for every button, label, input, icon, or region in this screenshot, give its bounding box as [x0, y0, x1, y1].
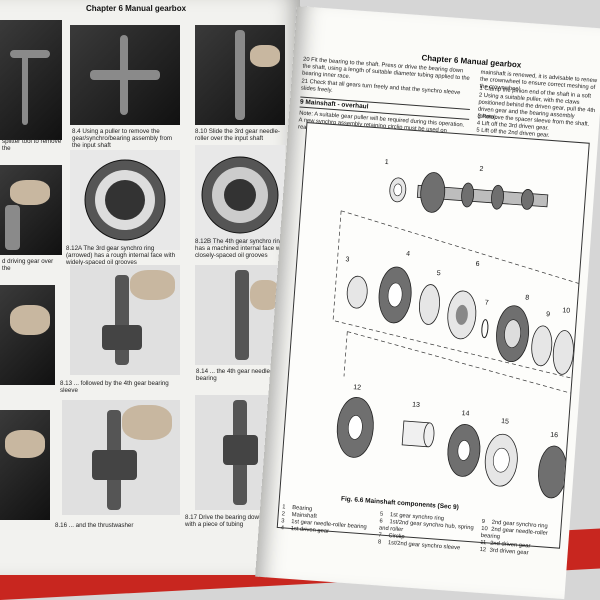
caption-8-12b: 8.12B The 4th gear synchro ring has a ma…	[195, 238, 287, 259]
part-gear-14	[447, 424, 481, 477]
part-mainshaft-2	[416, 172, 549, 213]
part-synchro-ring-5	[419, 284, 440, 325]
callout-10: 10	[562, 307, 570, 315]
part-gear-16	[538, 445, 568, 499]
left-page: Chapter 6 Manual gearbox splitter tool t…	[0, 0, 300, 575]
photo-8-14	[195, 265, 285, 365]
part-needle-bearing-3	[346, 275, 368, 309]
callout-4: 4	[406, 251, 411, 258]
caption-8-14: 8.14 ... the 4th gear needle-roller bear…	[196, 368, 286, 382]
callout-3: 3	[345, 256, 350, 263]
part-circlip-7	[481, 319, 489, 339]
figure-frame: 1 2 3 4 5 6 7 8 9 10 12 13 14 15 16	[276, 122, 590, 549]
left-page-header: Chapter 6 Manual gearbox	[86, 4, 187, 13]
photo-left-edge-4	[0, 410, 50, 520]
callout-12: 12	[353, 384, 361, 392]
callout-6: 6	[475, 261, 480, 268]
caption-8-4: 8.4 Using a puller to remove the gear/sy…	[72, 128, 173, 149]
callout-8: 8	[525, 295, 530, 302]
part-bearing-1	[389, 177, 407, 203]
callout-14: 14	[461, 410, 469, 418]
photo-splitter	[0, 20, 62, 140]
photo-driving-gear	[0, 165, 62, 255]
photo-8-13	[70, 265, 180, 375]
photo-8-4	[70, 25, 180, 125]
part-spacer-13	[401, 420, 435, 448]
part-synchro-hub-6	[447, 290, 477, 340]
caption-splitter: splitter tool to remove the	[2, 138, 62, 152]
callout-2: 2	[479, 166, 484, 173]
photo-left-edge-3	[0, 285, 55, 385]
caption-8-16: 8.16 ... and the thrustwasher	[55, 522, 134, 529]
photo-8-10	[195, 25, 285, 125]
right-page: Chapter 6 Manual gearbox 20 Fit the bear…	[255, 6, 600, 600]
photo-8-16	[62, 400, 180, 515]
photo-8-12a	[70, 150, 180, 250]
caption-8-13: 8.13 ... followed by the 4th gear bearin…	[60, 380, 169, 394]
caption-8-10: 8.10 Slide the 3rd gear needle-roller ov…	[195, 128, 280, 142]
callout-15: 15	[501, 418, 509, 426]
photo-8-12b	[195, 145, 285, 245]
part-needle-bearing-10	[552, 330, 574, 375]
part-3rd-driven-gear-12	[336, 397, 374, 458]
caption-driving-gear: d driving gear over the	[2, 258, 54, 272]
part-bearing-15	[484, 433, 518, 487]
part-synchro-sleeve-8	[496, 305, 530, 363]
callout-5: 5	[437, 270, 442, 277]
callout-13: 13	[412, 402, 420, 410]
mainshaft-exploded-diagram: 1 2 3 4 5 6 7 8 9 10 12 13 14 15 16	[332, 159, 579, 499]
part-synchro-ring-9	[531, 325, 553, 367]
callout-9: 9	[546, 311, 551, 318]
callout-16: 16	[550, 432, 558, 440]
callout-7: 7	[484, 300, 489, 307]
part-1st-driven-gear-4	[378, 266, 412, 324]
caption-8-12a: 8.12A The 3rd gear synchro ring (arrowed…	[66, 245, 176, 266]
callout-1: 1	[385, 159, 390, 166]
caption-8-17: 8.17 Drive the bearing down the shaft wi…	[185, 514, 288, 528]
